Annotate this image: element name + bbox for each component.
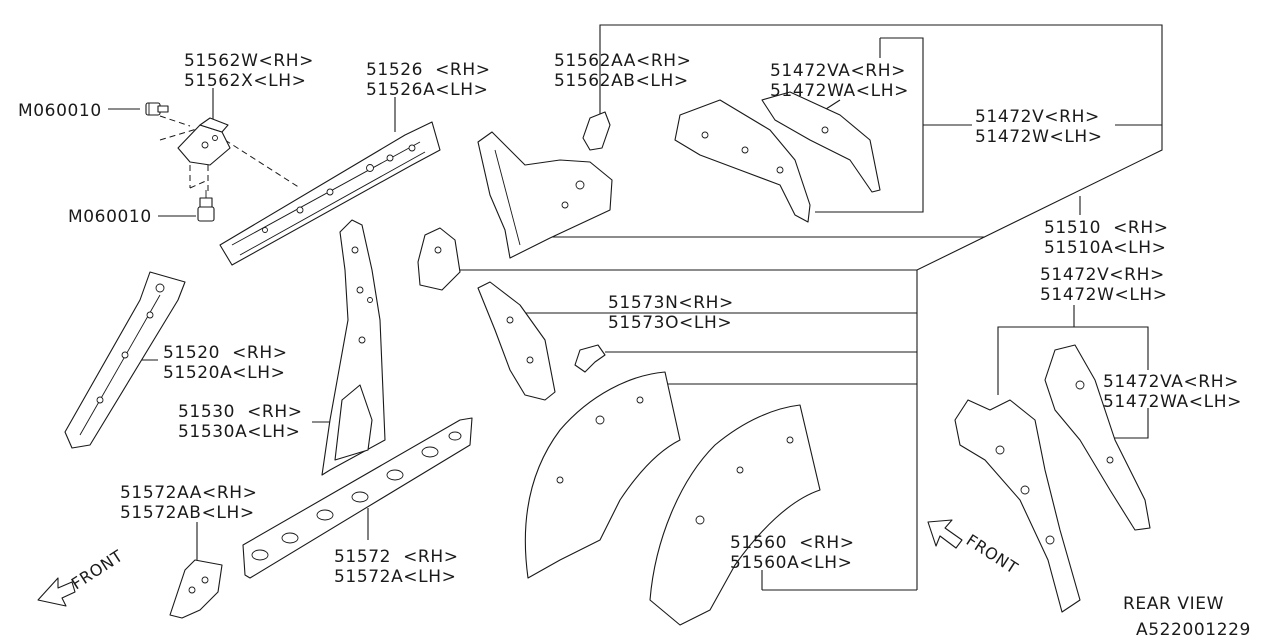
label-51530: 51530 <RH>: [178, 402, 303, 422]
label-51562x: 51562X<LH>: [184, 71, 306, 91]
part-51530-pillar: [321, 219, 386, 476]
part-51572aa-bracket: [169, 559, 223, 619]
label-51572ab: 51572AB<LH>: [120, 503, 255, 523]
part-51562w-bracket: [177, 117, 231, 166]
label-51520: 51520 <RH>: [163, 343, 288, 363]
part-51526-rail: [219, 121, 441, 266]
label-51560: 51560 <RH>: [730, 533, 855, 553]
label-front-left: FRONT: [68, 546, 127, 593]
label-51472w-mid: 51472W<LH>: [1040, 285, 1168, 305]
bolt-top: [145, 102, 169, 116]
label-m060010-top: M060010: [18, 101, 102, 121]
part-51572-sill: [242, 417, 473, 579]
label-51472v-top: 51472V<RH>: [975, 107, 1100, 127]
label-51520a: 51520A<LH>: [163, 363, 285, 383]
label-m060010-bottom: M060010: [68, 207, 152, 227]
part-51472v-rear: [954, 344, 1151, 613]
label-51510: 51510 <RH>: [1044, 218, 1169, 238]
label-51472wa-bottom: 51472WA<LH>: [1103, 392, 1242, 412]
diagram-code: A522001229: [1136, 620, 1251, 640]
label-51472va-bottom: 51472VA<RH>: [1103, 372, 1239, 392]
part-small-bracket: [417, 227, 461, 291]
front-arrow-right-icon: [927, 519, 963, 549]
label-51510a: 51510A<LH>: [1044, 238, 1166, 258]
label-front-right: FRONT: [963, 530, 1022, 577]
label-51572a: 51572A<LH>: [334, 567, 456, 587]
label-51472w-top: 51472W<LH>: [975, 127, 1103, 147]
label-51472wa-top: 51472WA<LH>: [770, 81, 909, 101]
part-51510-panel: [477, 131, 613, 259]
label-51572aa: 51572AA<RH>: [120, 483, 258, 503]
part-51520-pillar: [64, 271, 186, 449]
front-arrow-left-icon: [37, 577, 76, 607]
leader-lines: [108, 24, 1163, 591]
label-51572: 51572 <RH>: [334, 547, 459, 567]
part-51562aa-bracket: [582, 111, 611, 151]
label-51562ab: 51562AB<LH>: [554, 71, 689, 91]
label-rear-view: REAR VIEW: [1123, 594, 1224, 614]
part-clip: [574, 344, 606, 373]
part-51560-wheelhouse: [649, 404, 821, 626]
label-51562aa: 51562AA<RH>: [554, 51, 692, 71]
label-51472v-mid: 51472V<RH>: [1040, 265, 1165, 285]
part-51573n: [477, 281, 556, 401]
label-51560a: 51560A<LH>: [730, 553, 852, 573]
label-51530a: 51530A<LH>: [178, 422, 300, 442]
label-51526a: 51526A<LH>: [366, 80, 488, 100]
label-51562w: 51562W<RH>: [184, 51, 314, 71]
label-51472va-top: 51472VA<RH>: [770, 61, 906, 81]
label-51573n: 51573N<RH>: [608, 293, 734, 313]
label-51526: 51526 <RH>: [366, 60, 491, 80]
part-51472v-top: [674, 91, 881, 223]
bolt-bottom: [197, 190, 215, 222]
label-51573o: 51573O<LH>: [608, 313, 732, 333]
part-wheelhouse-inner: [524, 371, 681, 579]
